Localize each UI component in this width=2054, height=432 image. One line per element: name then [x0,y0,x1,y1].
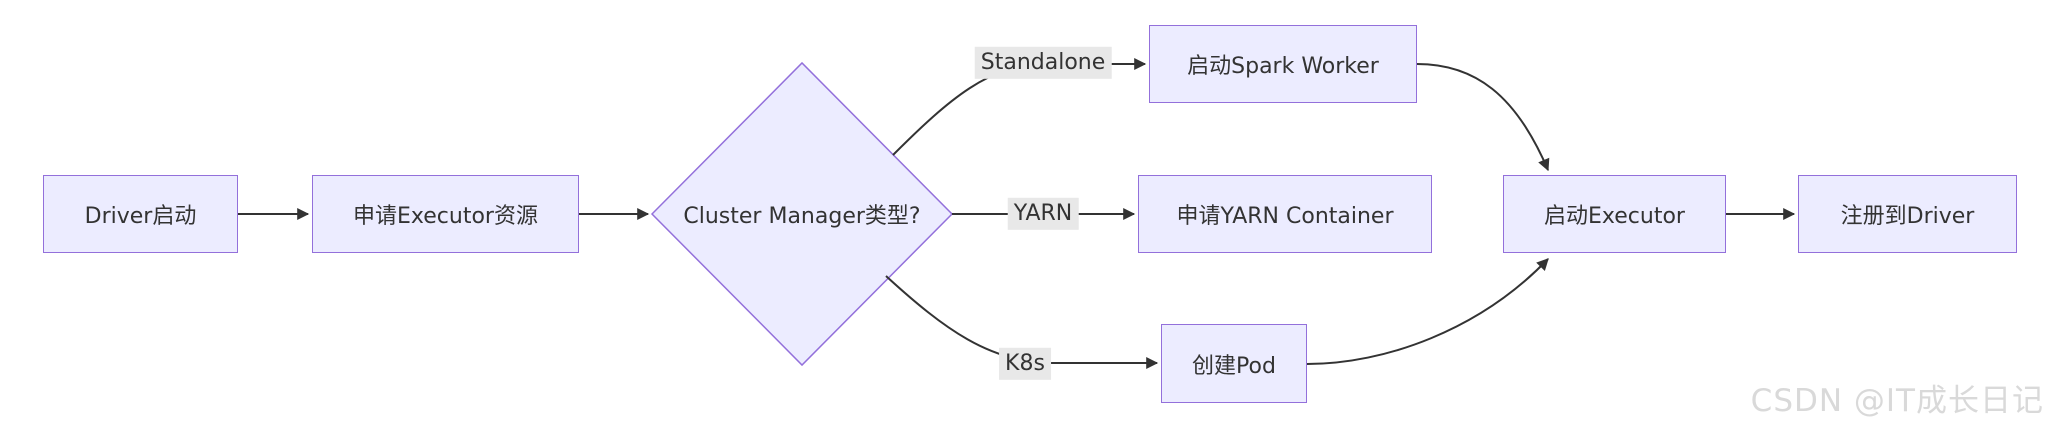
node-create-pod: 创建Pod [1161,324,1307,403]
decision-cluster-manager-type: Cluster Manager类型? [683,204,921,229]
node-start-spark-worker: 启动Spark Worker [1149,25,1417,103]
edge-label-k8s: K8s [999,347,1051,381]
edge-worker-to-executor [1416,63,1550,172]
node-start-executor: 启动Executor [1503,175,1726,253]
edge-label-yarn: YARN [1007,197,1079,231]
edge-label-standalone: Standalone [974,46,1112,80]
csdn-watermark: CSDN @IT成长日记 [1750,383,2044,419]
node-request-yarn-container: 申请YARN Container [1138,175,1432,253]
node-request-executor-resources: 申请Executor资源 [312,175,579,253]
edge-pod-to-executor [1306,258,1549,365]
node-driver-start: Driver启动 [43,175,238,253]
node-register-to-driver: 注册到Driver [1798,175,2017,253]
